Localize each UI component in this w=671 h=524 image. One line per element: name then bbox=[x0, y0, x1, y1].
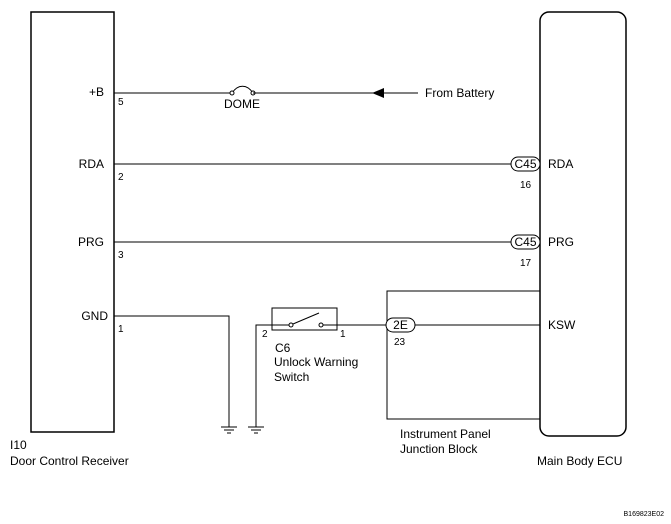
dome-fuse-label: DOME bbox=[224, 97, 260, 111]
switch-name-line2: Switch bbox=[274, 370, 309, 384]
figure-id: B169823E02 bbox=[624, 511, 665, 518]
pin-label-prg-right: PRG bbox=[548, 235, 574, 249]
switch-code: C6 bbox=[275, 341, 291, 355]
switch-pin-2: 2 bbox=[262, 329, 268, 340]
dome-fuse-symbol bbox=[231, 85, 254, 94]
fuse-terminal-left bbox=[229, 90, 235, 96]
pin-label-gnd: GND bbox=[81, 309, 108, 323]
connector-c45-rda bbox=[510, 156, 541, 172]
pin-number-17: 17 bbox=[520, 258, 532, 269]
battery-arrow-icon bbox=[372, 88, 384, 98]
junction-block-outline bbox=[386, 290, 540, 420]
connector-c45-label-prg: C45 bbox=[514, 235, 536, 249]
pin-number-2: 2 bbox=[118, 172, 124, 183]
battery-label: From Battery bbox=[425, 86, 494, 100]
ecu-name: Main Body ECU bbox=[537, 454, 622, 468]
switch-pin-1: 1 bbox=[340, 329, 346, 340]
unlock-warning-switch-symbol bbox=[271, 307, 338, 331]
pin-label-ksw: KSW bbox=[548, 318, 576, 332]
pin-label-prg-left: PRG bbox=[78, 235, 104, 249]
pin-number-16: 16 bbox=[520, 180, 532, 191]
pin-label-plus-b: +B bbox=[89, 85, 104, 99]
junction-block-line2: Junction Block bbox=[400, 442, 478, 456]
pin-label-rda-right: RDA bbox=[548, 157, 573, 171]
wire-switch-ground bbox=[255, 324, 272, 427]
main-body-ecu-box bbox=[539, 11, 627, 437]
pin-number-1: 1 bbox=[118, 324, 124, 335]
receiver-name: Door Control Receiver bbox=[10, 454, 129, 468]
pin-number-3: 3 bbox=[118, 250, 124, 261]
ground-icon-switch bbox=[248, 426, 264, 434]
switch-name-line1: Unlock Warning bbox=[274, 355, 358, 369]
wire-gnd bbox=[114, 315, 230, 427]
connector-c45-label-rda: C45 bbox=[514, 157, 536, 171]
ground-icon-receiver bbox=[221, 426, 237, 434]
pin-number-5: 5 bbox=[118, 97, 124, 108]
pin-label-rda-left: RDA bbox=[79, 157, 104, 171]
junction-block-line1: Instrument Panel bbox=[400, 427, 491, 441]
pin-number-23: 23 bbox=[394, 337, 406, 348]
connector-2e-label: 2E bbox=[393, 318, 408, 332]
door-control-receiver-box bbox=[30, 11, 115, 433]
receiver-code: I10 bbox=[10, 438, 27, 452]
connector-c45-prg bbox=[510, 234, 541, 250]
